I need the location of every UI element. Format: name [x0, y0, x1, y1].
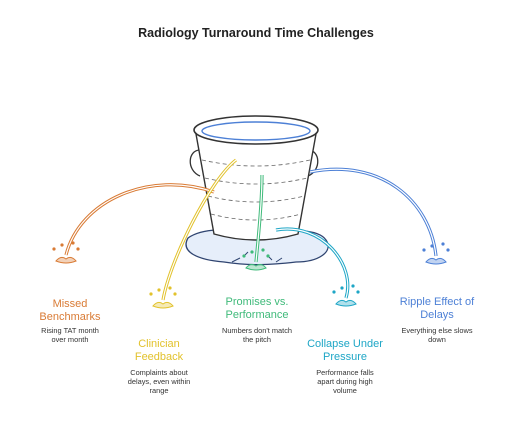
item-description: Numbers don't match the pitch [221, 326, 292, 345]
item-description: Rising TAT month over month [41, 326, 99, 345]
leak-stream-4 [275, 227, 350, 299]
leak-stream-1 [64, 183, 215, 256]
leak-stream-2 [161, 158, 237, 301]
item-title: Collapse Under Pressure [307, 338, 383, 364]
water-splash-icon [332, 284, 360, 307]
item-description: Everything else slows down [401, 326, 473, 345]
water-splash-icon [149, 286, 177, 309]
item-title: Promises vs. Performance [225, 296, 289, 322]
item-description: Performance falls apart during high volu… [316, 368, 374, 396]
item-description: Complaints about delays, even within ran… [127, 368, 191, 396]
leak-stream-highlight-4 [275, 228, 349, 299]
leak-stream-highlight-2 [162, 159, 237, 301]
leak-stream-highlight-5 [309, 168, 437, 257]
bucket-icon [195, 133, 317, 241]
item-title: Clinician Feedback [134, 338, 184, 364]
item-title: Ripple Effect of Delays [399, 296, 475, 322]
water-splash-icon [242, 248, 270, 271]
leak-stream-5 [309, 167, 438, 257]
leak-stream-highlight-3 [255, 174, 263, 263]
water-splash-icon [52, 241, 80, 264]
water-splash-icon [422, 242, 450, 265]
diagram-title: Radiology Turnaround Time Challenges [138, 26, 374, 40]
bucket-handle-left [189, 149, 201, 177]
item-title: Missed Benchmarks [39, 298, 101, 324]
leak-stream-highlight-1 [65, 184, 215, 256]
